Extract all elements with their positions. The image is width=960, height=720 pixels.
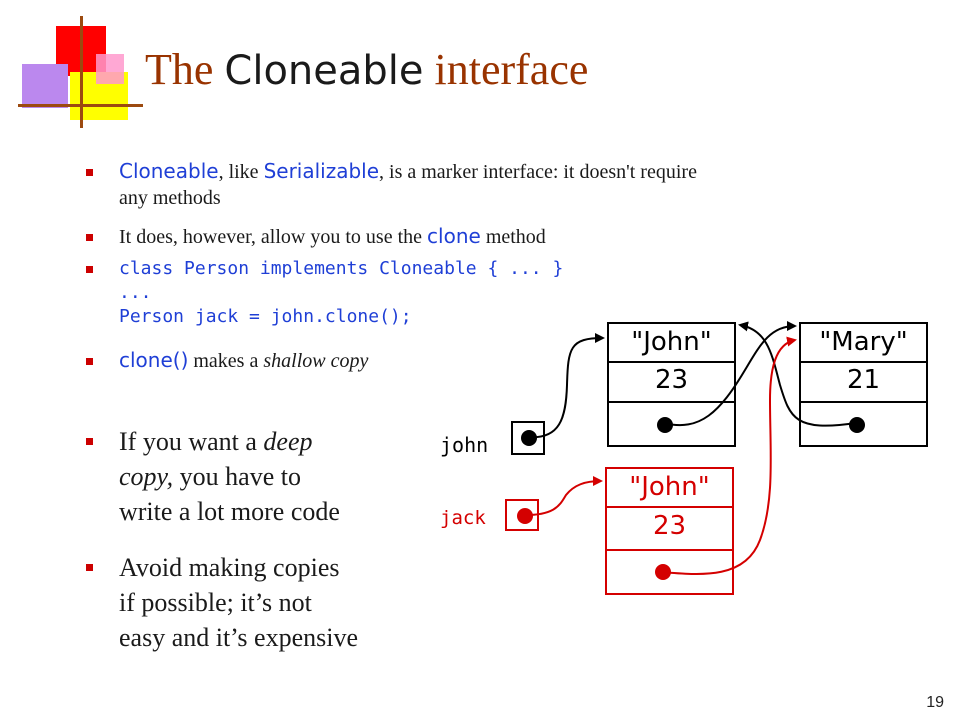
page-number: 19 bbox=[926, 694, 944, 711]
bullet-marker-interface: Cloneable, like Serializable, is a marke… bbox=[86, 158, 899, 211]
decor-pink-square bbox=[96, 54, 124, 84]
john-variable-label: john bbox=[440, 433, 489, 457]
decor-horizontal-line bbox=[18, 104, 143, 107]
page-title: The Cloneable interface bbox=[145, 45, 589, 94]
bullet-code-example: class Person implements Cloneable { ... … bbox=[86, 257, 679, 329]
field-divider bbox=[609, 401, 734, 403]
object-age-field: 23 bbox=[654, 365, 689, 395]
bullet-shallow-copy: clone() makes a shallow copy bbox=[86, 347, 519, 374]
decor-violet-square bbox=[22, 64, 68, 108]
bullet-square-icon bbox=[86, 358, 93, 365]
bullet-square-icon bbox=[86, 266, 93, 273]
bullet-clone-method: It does, however, allow you to use the c… bbox=[86, 223, 899, 250]
title-code: Cloneable bbox=[224, 48, 424, 94]
jack-variable-label: jack bbox=[440, 507, 486, 529]
bullet-avoid-copies: Avoid making copies if possible; it’s no… bbox=[86, 550, 439, 655]
object-name-field: "John" bbox=[629, 472, 710, 502]
mary-object-to-john-arrow bbox=[738, 321, 857, 427]
john-object-box: "John" 23 bbox=[607, 322, 736, 447]
object-name-field: "Mary" bbox=[819, 327, 908, 357]
object-age-field: 23 bbox=[652, 511, 687, 541]
field-divider bbox=[607, 549, 732, 551]
object-name-field: "John" bbox=[631, 327, 712, 357]
field-divider bbox=[801, 361, 926, 363]
field-divider bbox=[609, 361, 734, 363]
object-age-field: 21 bbox=[846, 365, 881, 395]
bullet-square-icon bbox=[86, 234, 93, 241]
field-divider bbox=[801, 401, 926, 403]
bullet-square-icon bbox=[86, 438, 93, 445]
bullet-square-icon bbox=[86, 564, 93, 571]
bullet-deep-copy: If you want a deep copy, you have to wri… bbox=[86, 424, 429, 529]
john-object-to-mary-arrow bbox=[663, 321, 797, 427]
copy-to-mary-arrow bbox=[660, 336, 797, 575]
reference-dot-icon bbox=[657, 417, 673, 433]
jack-to-copy-arrow bbox=[520, 476, 603, 517]
john-to-object-arrow bbox=[526, 333, 605, 439]
decor-vertical-line bbox=[80, 16, 83, 128]
reference-dot-icon bbox=[849, 417, 865, 433]
bullet-square-icon bbox=[86, 169, 93, 176]
field-divider bbox=[607, 506, 732, 508]
